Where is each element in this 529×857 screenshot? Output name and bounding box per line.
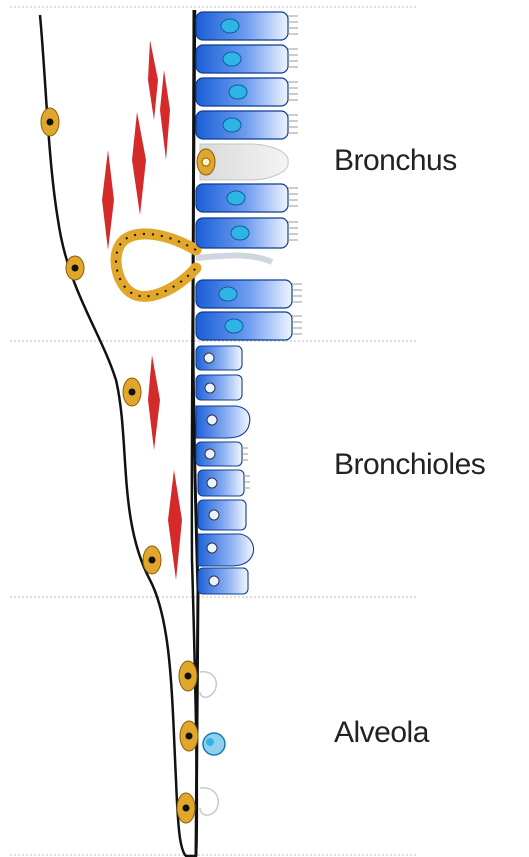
fibroblast	[180, 721, 198, 751]
cuboidal-cell	[198, 470, 250, 496]
ciliated-cell	[196, 111, 298, 139]
label-bronchioles: Bronchioles	[334, 448, 485, 482]
ciliated-cell	[196, 218, 298, 248]
cuboidal-cell	[196, 375, 242, 400]
type-1-pneumocyte	[200, 788, 218, 815]
ciliated-cell	[196, 312, 302, 340]
ciliated-cell	[196, 45, 298, 73]
fibroblast	[179, 661, 197, 691]
fibroblast	[41, 108, 59, 136]
label-alveola: Alveola	[334, 716, 429, 750]
bronchus-epithelium	[196, 12, 302, 340]
smooth-muscle-cell	[168, 470, 182, 580]
ciliated-cell	[196, 12, 298, 40]
ciliated-cell	[196, 78, 298, 106]
smooth-muscle-cell	[148, 40, 158, 120]
cuboidal-cell	[196, 346, 242, 370]
smooth-muscle-cells	[102, 40, 182, 580]
gland-duct-outline	[116, 234, 196, 296]
label-bronchus: Bronchus	[334, 144, 457, 178]
clara-cell	[196, 406, 250, 438]
clara-cell	[198, 534, 254, 566]
type-2-pneumocyte	[203, 733, 225, 755]
smooth-muscle-cell	[132, 112, 146, 215]
fibroblast	[123, 378, 141, 406]
alveolar-cells	[200, 672, 225, 815]
goblet-cell	[197, 144, 288, 180]
cuboidal-cell	[196, 442, 248, 466]
smooth-muscle-cell	[160, 70, 170, 160]
cuboidal-cell	[198, 500, 246, 530]
gland-faint-duct	[196, 256, 272, 263]
fibroblast	[143, 546, 161, 574]
ciliated-cell	[196, 280, 302, 308]
ciliated-cell	[196, 184, 298, 212]
fibroblast	[177, 793, 195, 823]
smooth-muscle-cell	[148, 355, 160, 450]
bronchiole-epithelium	[196, 346, 254, 594]
cuboidal-cell	[198, 568, 248, 594]
smooth-muscle-cell	[102, 150, 114, 250]
fibroblast	[66, 256, 84, 280]
type-1-pneumocyte	[200, 672, 216, 697]
fibroblasts	[41, 108, 198, 823]
outer-wall-line	[40, 10, 197, 856]
